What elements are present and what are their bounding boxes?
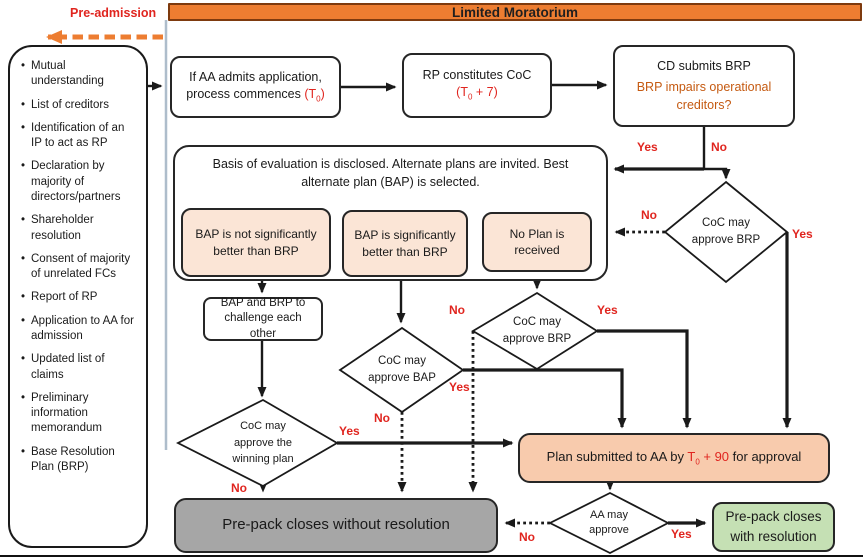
solid-arrows [148, 80, 731, 491]
checklist: Mutual understandingList of creditorsIde… [20, 59, 138, 475]
diamond-coc-approve-brp-top [663, 180, 789, 284]
pre-admission-label: Pre-admission [70, 6, 157, 20]
checklist-item: Mutual understanding [20, 59, 138, 90]
edge-label-brp-mid-yes: Yes [597, 303, 618, 317]
edge-label-brp-top-yes: Yes [792, 227, 813, 241]
checklist-item: Application to AA for admission [20, 314, 138, 345]
pre-admission-checklist-panel: Mutual understandingList of creditorsIde… [8, 45, 148, 548]
node-rp-constitutes-coc: RP constitutes CoC (T0 + 7) [402, 53, 552, 118]
coc-text: RP constitutes CoC [422, 68, 532, 83]
edge-label-winning-yes: Yes [339, 424, 360, 438]
t0-plus-7-tag: (T0 + 7) [456, 85, 498, 102]
edge-label-bap-yes: Yes [449, 380, 470, 394]
brp-impairs-question: BRP impairs operational creditors? [636, 80, 772, 112]
plan-submitted-post: for approval [729, 448, 802, 464]
node-no-plan-received: No Plan is received [482, 212, 592, 272]
node-aa-admits: If AA admits application, process commen… [170, 56, 341, 118]
edge-label-cd-yes: Yes [637, 140, 658, 154]
checklist-item: Shareholder resolution [20, 213, 138, 244]
checklist-item: Consent of majority of unrelated FCs [20, 252, 138, 283]
banner-title: Limited Moratorium [451, 4, 578, 20]
cd-submits-text: CD submits BRP [657, 58, 751, 73]
node-plan-submitted: Plan submitted to AA by T0 + 90 for appr… [518, 433, 830, 483]
aa-admits-text: If AA admits application, process commen… [186, 69, 322, 101]
checklist-item: Preliminary information memorandum [20, 391, 138, 437]
limited-moratorium-banner: Limited Moratorium [168, 3, 862, 21]
decision-diamonds [176, 180, 789, 555]
checklist-item: List of creditors [20, 98, 138, 114]
checklist-item: Base Resolution Plan (BRP) [20, 445, 138, 476]
edge-label-winning-no: No [231, 481, 247, 495]
t0-tag: (T0) [304, 86, 325, 104]
plan-submitted-pre: Plan submitted to AA by [546, 448, 688, 464]
label-aa-may-approve: AA may approve [589, 508, 629, 536]
checklist-item: Updated list of claims [20, 352, 138, 383]
edge-label-aa-no: No [519, 530, 535, 544]
diamond-coc-approve-bap [338, 326, 465, 414]
node-closes-without-resolution: Pre-pack closes without resolution [174, 498, 498, 553]
checklist-item: Declaration by majority of directors/par… [20, 159, 138, 205]
t0-plus-90-tag: T0 + 90 [687, 448, 730, 467]
node-bap-not-better: BAP is not significantly better than BRP [181, 208, 331, 277]
basis-text: Basis of evaluation is disclosed. Altern… [212, 157, 569, 190]
edge-label-aa-yes: Yes [671, 527, 692, 541]
edge-label-brp-top-no: No [641, 208, 657, 222]
checklist-item: Report of RP [20, 290, 138, 306]
node-closes-with-resolution: Pre-pack closes with resolution [712, 502, 835, 552]
label-coc-approve-brp-top: CoC may approve BRP [691, 216, 761, 246]
diamond-aa-may-approve [547, 491, 670, 555]
label-coc-approve-bap: CoC may approve BAP [368, 354, 436, 384]
figure-bottom-rule [0, 555, 863, 557]
label-coc-approve-brp-mid: CoC may approve BRP [502, 315, 572, 345]
edge-label-cd-no: No [711, 140, 727, 154]
edge-label-brp-mid-no: No [449, 303, 465, 317]
no-arrows [258, 227, 665, 528]
node-bap-significantly-better: BAP is significantly better than BRP [342, 210, 468, 277]
diamond-coc-approve-winning [176, 398, 339, 488]
edge-label-bap-no: No [374, 411, 390, 425]
yes-arrows [337, 164, 792, 528]
label-coc-approve-winning: CoC may approve the winning plan [232, 420, 294, 466]
diamond-coc-approve-brp-mid [471, 291, 599, 371]
node-challenge: BAP and BRP to challenge each other [203, 297, 323, 341]
checklist-item: Identification of an IP to act as RP [20, 121, 138, 152]
node-cd-submits-brp: CD submits BRP BRP impairs operational c… [613, 45, 795, 127]
